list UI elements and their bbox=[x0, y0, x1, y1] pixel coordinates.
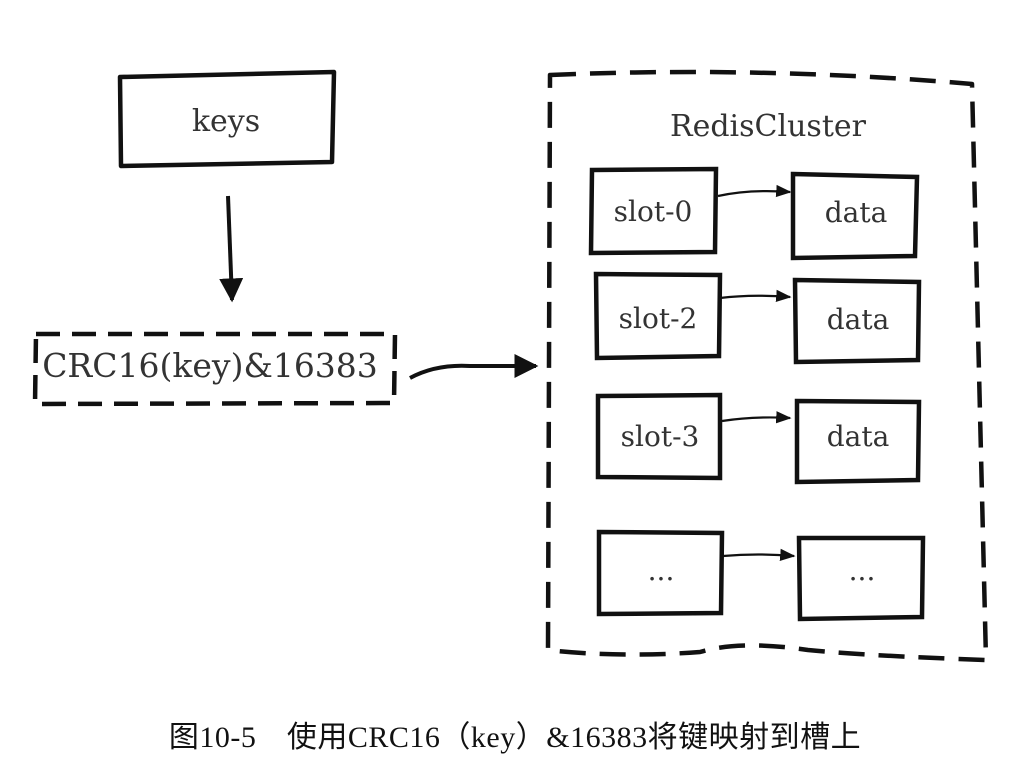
keys-box bbox=[117, 69, 337, 169]
data-label: data bbox=[825, 196, 888, 229]
slot-label: slot-0 bbox=[614, 195, 693, 228]
data-box bbox=[790, 171, 920, 261]
slot-label: slot-2 bbox=[619, 302, 698, 335]
hash-to-cluster-arrow bbox=[409, 354, 539, 380]
hash-slot-diagram: keys CRC16(key)&16383 RedisCluster slot-… bbox=[32, 69, 989, 663]
keys-node: keys bbox=[117, 69, 337, 169]
data-box bbox=[792, 277, 922, 365]
cluster-row-0: slot-0 data bbox=[588, 166, 920, 261]
slot-label: ... bbox=[648, 554, 675, 587]
cluster-row-1: slot-2 data bbox=[593, 271, 922, 365]
slot-to-data-arrow bbox=[717, 184, 792, 198]
data-label: data bbox=[827, 303, 890, 336]
hash-node: CRC16(key)&16383 bbox=[32, 331, 398, 407]
cluster-row-2: slot-3 data bbox=[595, 392, 922, 485]
cluster-row-3: ... ... bbox=[596, 529, 926, 622]
hash-label: CRC16(key)&16383 bbox=[42, 346, 378, 385]
cluster-node: RedisCluster bbox=[545, 69, 989, 663]
slot-to-data-arrow bbox=[722, 548, 796, 561]
data-box bbox=[794, 398, 922, 485]
data-box bbox=[796, 535, 926, 622]
data-label: ... bbox=[849, 554, 876, 587]
slot-label: slot-3 bbox=[621, 420, 700, 453]
slot-to-data-arrow bbox=[719, 289, 792, 303]
slot-to-data-arrow bbox=[721, 411, 792, 424]
hash-box bbox=[32, 331, 398, 407]
cluster-title: RedisCluster bbox=[670, 109, 867, 144]
slot-box bbox=[593, 271, 723, 361]
cluster-box bbox=[545, 69, 989, 663]
slot-box bbox=[595, 392, 723, 481]
keys-to-hash-arrow bbox=[219, 195, 244, 303]
slot-box bbox=[596, 529, 725, 617]
figure-caption: 图10-5 使用CRC16（key）&16383将键映射到槽上 bbox=[168, 721, 862, 754]
keys-label: keys bbox=[192, 104, 260, 139]
data-label: data bbox=[827, 420, 890, 453]
slot-box bbox=[588, 166, 719, 256]
